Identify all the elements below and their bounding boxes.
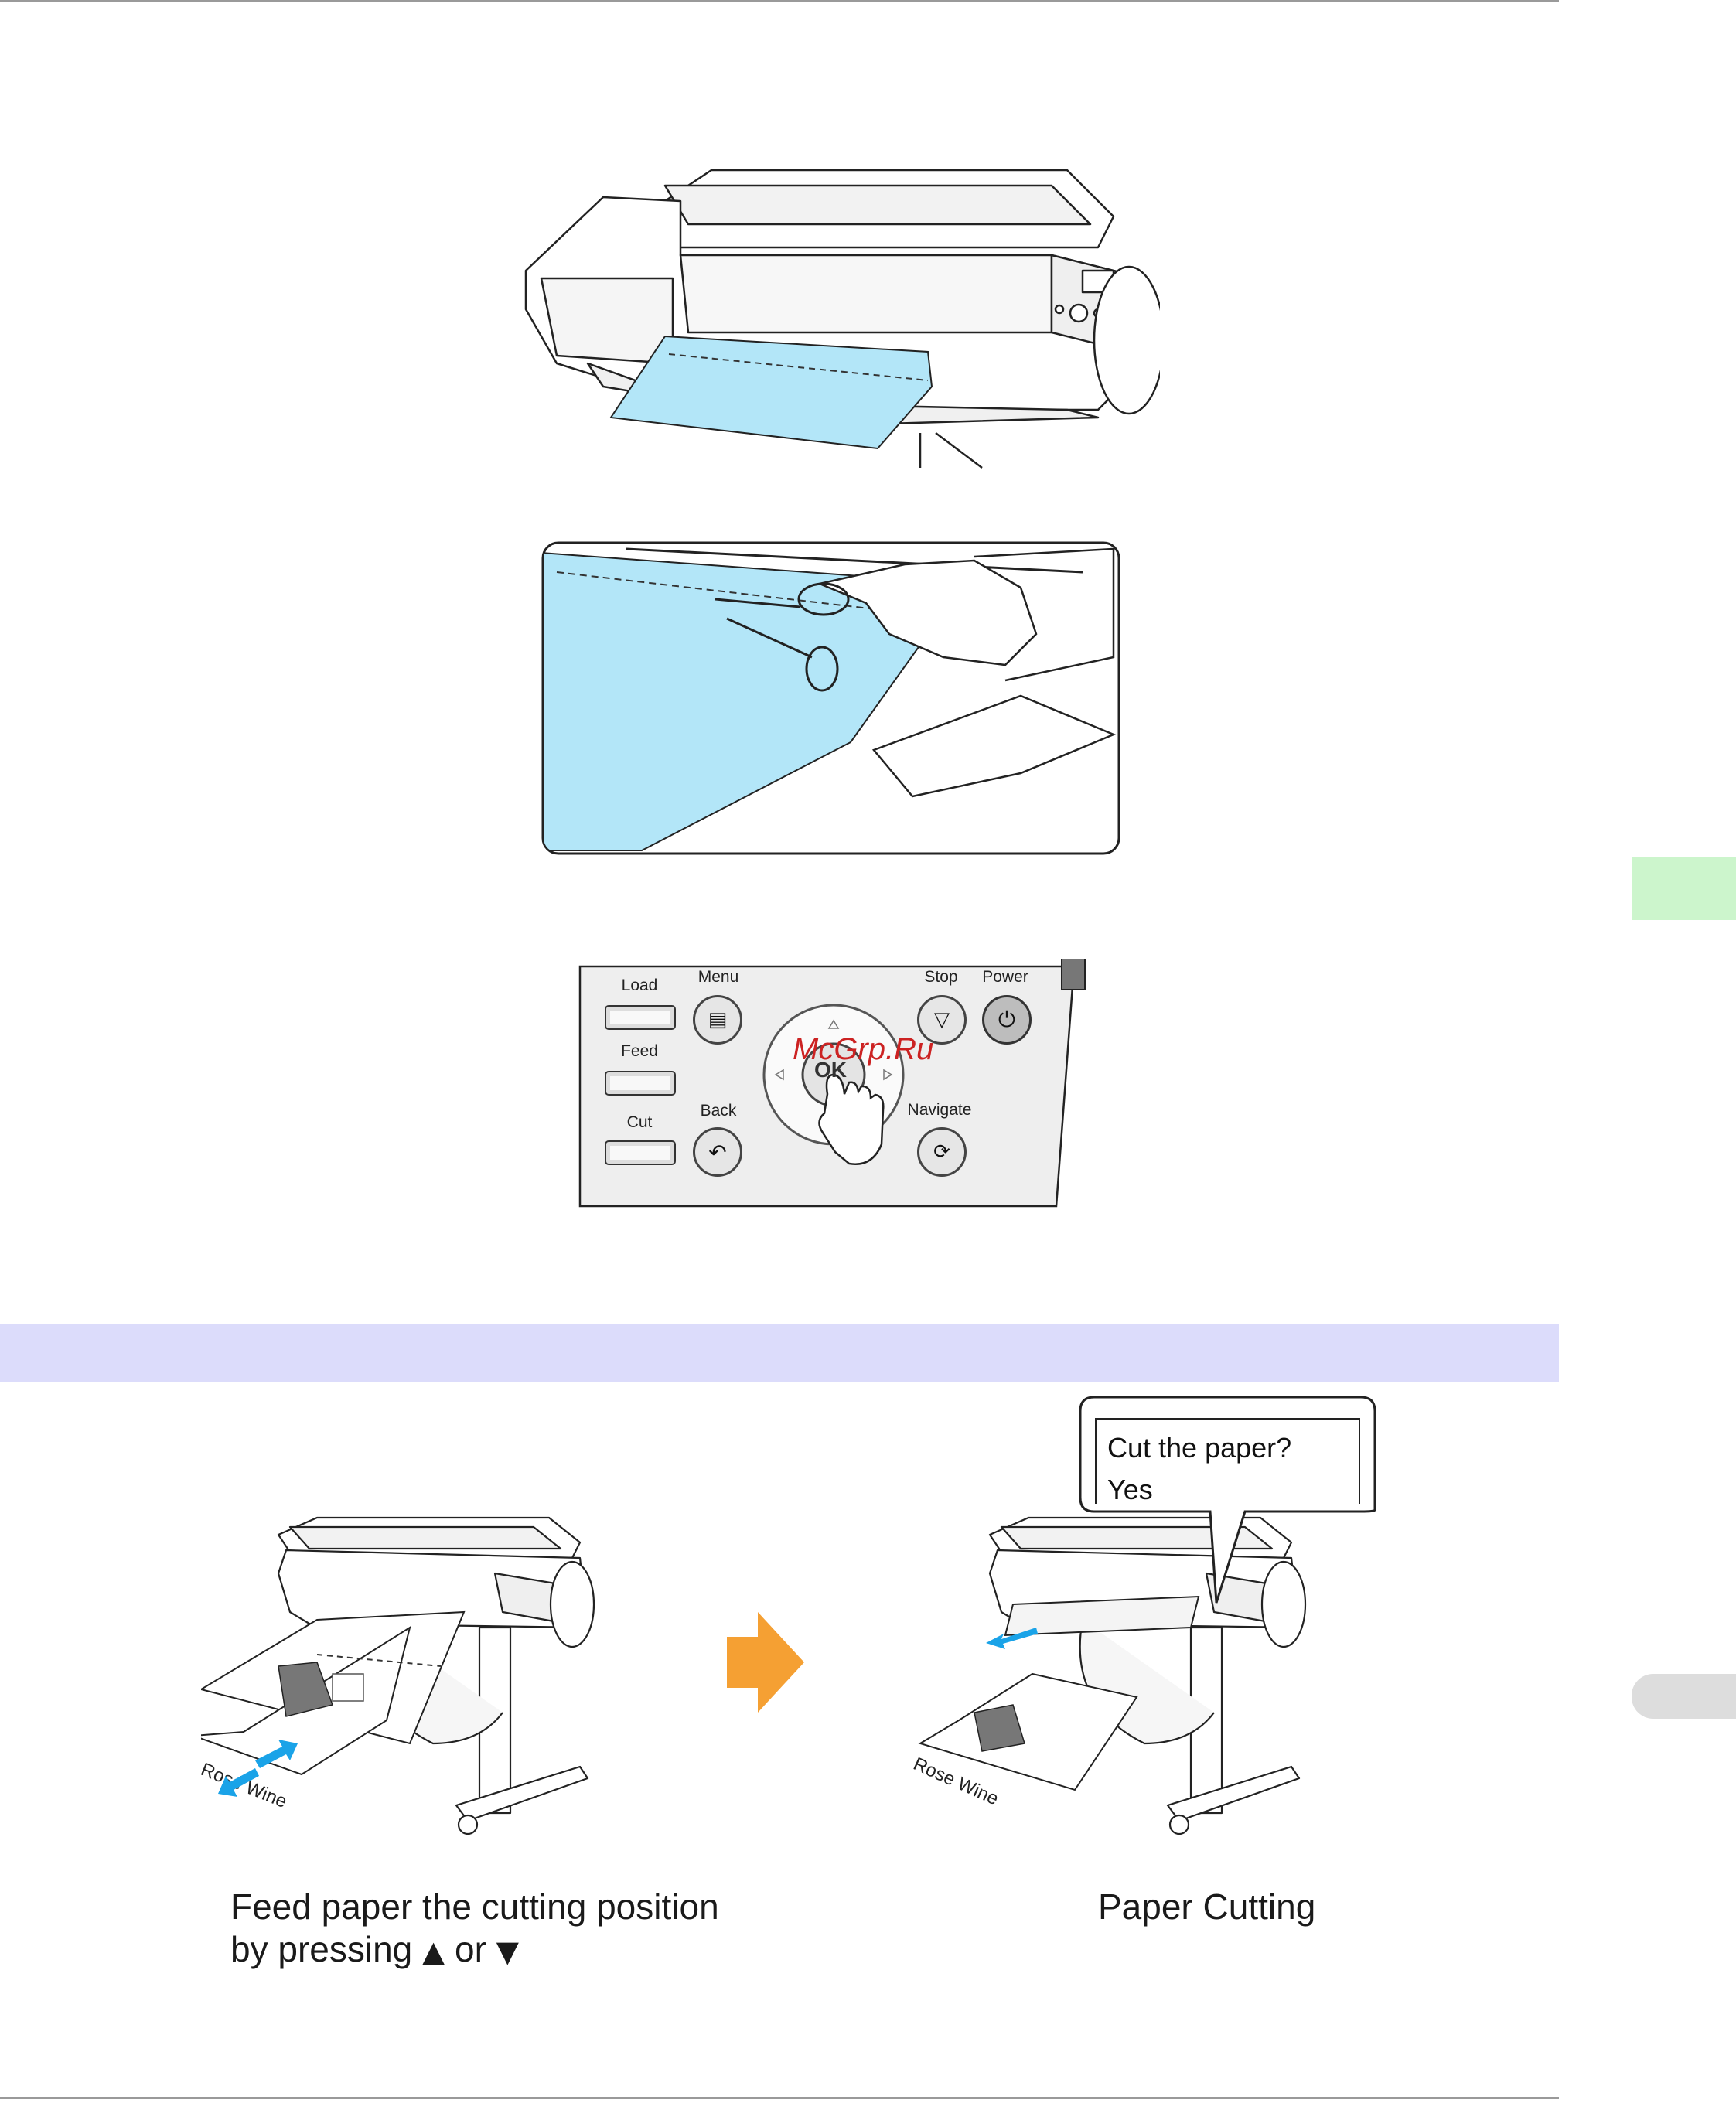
bubble-line-2: Yes	[1107, 1474, 1153, 1506]
watermark: McGrp.Ru	[793, 1032, 933, 1067]
top-rule	[0, 0, 1559, 2]
navigate-label: Navigate	[897, 1101, 982, 1120]
power-label: Power	[963, 968, 1048, 987]
load-button[interactable]	[605, 1005, 676, 1030]
page-tab[interactable]	[1632, 1674, 1736, 1719]
back-label: Back	[676, 1102, 761, 1120]
down-triangle-icon: ▼	[496, 1934, 519, 1968]
back-arrow-icon: ↶	[708, 1140, 726, 1165]
next-step-arrow	[727, 1612, 804, 1713]
power-button[interactable]: ⏻	[982, 995, 1032, 1045]
menu-icon: ▤	[708, 1008, 728, 1031]
cut-label: Cut	[597, 1113, 682, 1132]
feed-label: Feed	[597, 1042, 682, 1061]
left-caption-line-1: Feed paper the cutting position	[230, 1884, 719, 1929]
back-button[interactable]: ↶	[693, 1127, 742, 1177]
menu-label: Menu	[676, 968, 761, 987]
printer-illustration	[510, 155, 1160, 487]
scissors-callout	[541, 541, 1121, 858]
right-caption: Paper Cutting	[1098, 1884, 1315, 1929]
navigate-button[interactable]: ⟳	[917, 1127, 967, 1177]
cut-button[interactable]	[605, 1140, 676, 1165]
chapter-tab[interactable]	[1632, 857, 1736, 920]
bottom-rule	[0, 2097, 1559, 2099]
feed-button[interactable]	[605, 1071, 676, 1096]
up-triangle-icon: ▲	[422, 1934, 445, 1968]
navigate-icon: ⟳	[933, 1140, 950, 1164]
caption-or-text: or	[455, 1929, 486, 1969]
left-caption-line-2: by pressing ▲ or ▼	[230, 1927, 519, 1974]
stop-icon: ▽	[934, 1008, 950, 1031]
caption-pressing-text: by pressing	[230, 1929, 412, 1969]
bubble-line-1: Cut the paper?	[1107, 1432, 1291, 1464]
feed-arrows-icon	[217, 1736, 302, 1805]
load-label: Load	[597, 977, 682, 995]
menu-button[interactable]: ▤	[693, 995, 742, 1045]
power-icon: ⏻	[998, 1007, 1015, 1033]
section-header-bar	[0, 1324, 1559, 1382]
